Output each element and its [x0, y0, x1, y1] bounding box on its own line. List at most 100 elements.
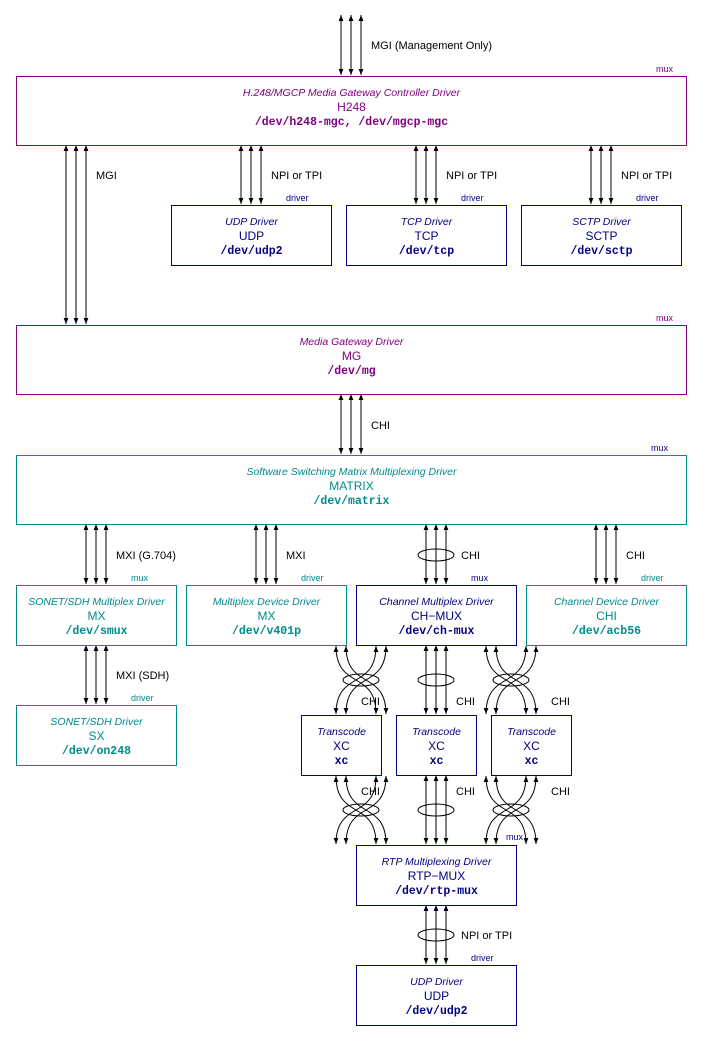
sctp-tag: driver — [636, 193, 659, 203]
chmux-title: Channel Multiplex Driver — [379, 596, 494, 608]
curved-arrow-11 — [343, 775, 389, 845]
curved-arrow-6 — [483, 645, 529, 715]
npi-tcp-label: NPI or TPI — [446, 170, 498, 182]
xc2-name: XC — [428, 739, 445, 753]
udp-top-name: UDP — [238, 229, 265, 243]
h248-driver-box: H.248/MGCP Media Gateway Controller Driv… — [16, 76, 687, 146]
tcp-tag: driver — [461, 193, 484, 203]
udp-top-tag: driver — [286, 193, 309, 203]
xc3-device: xc — [524, 755, 539, 768]
npi-rtp-label: NPI or TPI — [461, 930, 513, 942]
bundle-ellipse-3 — [492, 673, 530, 687]
bundle-ellipse-1 — [417, 673, 455, 687]
chdev-name: CHI — [596, 609, 617, 623]
bundle-ellipse-0 — [417, 548, 455, 562]
h248-device: /dev/h248-mgc, /dev/mgcp-mgc — [254, 116, 449, 129]
sctp-driver-box: SCTP Driver SCTP /dev/sctp — [521, 205, 682, 266]
chi-xc2-top-label: CHI — [456, 696, 475, 708]
udp-bottom-device: /dev/udp2 — [405, 1005, 468, 1018]
smux-driver-box: SONET/SDH Multiplex Driver MX /dev/smux — [16, 585, 177, 646]
h248-tag: mux — [656, 64, 674, 74]
xc3-name: XC — [523, 739, 540, 753]
bundle-ellipse-6 — [492, 803, 530, 817]
sx-driver-box: SONET/SDH Driver SX /dev/on248 — [16, 705, 177, 766]
sx-tag: driver — [131, 693, 154, 703]
chi-xc1-top-label: CHI — [361, 696, 380, 708]
chi-xc3-top-label: CHI — [551, 696, 570, 708]
chmux-device: /dev/ch-mux — [398, 625, 475, 638]
sx-title: SONET/SDH Driver — [50, 716, 143, 728]
mg-tag: mux — [656, 313, 674, 323]
udp-top-device: /dev/udp2 — [220, 245, 283, 258]
sx-device: /dev/on248 — [61, 745, 131, 758]
udp-bottom-title: UDP Driver — [410, 976, 463, 988]
mxdev-tag: driver — [301, 573, 324, 583]
tcp-device: /dev/tcp — [398, 245, 455, 258]
xc2-box: Transcode XC xc — [396, 715, 477, 776]
bundle-ellipse-5 — [342, 803, 380, 817]
rtpmux-title: RTP Multiplexing Driver — [381, 856, 492, 868]
mg-title: Media Gateway Driver — [299, 336, 404, 348]
xc3-box: Transcode XC xc — [491, 715, 572, 776]
h248-title: H.248/MGCP Media Gateway Controller Driv… — [242, 87, 461, 99]
udp-top-title: UDP Driver — [225, 216, 278, 228]
chmux-name: CH−MUX — [410, 609, 462, 623]
mgi-management-label: MGI (Management Only) — [371, 40, 493, 52]
chi-xc3-bottom-label: CHI — [551, 786, 570, 798]
h248-name: H248 — [337, 100, 366, 114]
udp-top-driver-box: UDP Driver UDP /dev/udp2 — [171, 205, 332, 266]
matrix-device: /dev/matrix — [313, 495, 390, 508]
xc1-title: Transcode — [317, 726, 366, 738]
xc2-device: xc — [429, 755, 444, 768]
matrix-title: Software Switching Matrix Multiplexing D… — [246, 466, 457, 478]
chi-chmux-label: CHI — [461, 550, 480, 562]
chi-xc1-bottom-label: CHI — [361, 786, 380, 798]
xc1-box: Transcode XC xc — [301, 715, 382, 776]
bundle-ellipse-7 — [417, 928, 455, 942]
chdev-device: /dev/acb56 — [571, 625, 641, 638]
mxdev-name: MX — [257, 609, 276, 623]
chdev-driver-box: Channel Device Driver CHI /dev/acb56 — [526, 585, 687, 646]
mg-driver-box: Media Gateway Driver MG /dev/mg — [16, 325, 687, 395]
sx-name: SX — [88, 729, 105, 743]
chmux-driver-box: Channel Multiplex Driver CH−MUX /dev/ch-… — [356, 585, 517, 646]
xc3-title: Transcode — [507, 726, 556, 738]
rtpmux-tag: mux — [506, 832, 524, 842]
bundle-ellipse-4 — [417, 803, 455, 817]
tcp-title: TCP Driver — [400, 216, 453, 228]
mg-device: /dev/mg — [327, 365, 376, 378]
rtpmux-name: RTP−MUX — [407, 869, 466, 883]
chdev-title: Channel Device Driver — [553, 596, 660, 608]
xc1-name: XC — [333, 739, 350, 753]
mxdev-device: /dev/v401p — [231, 625, 301, 638]
mxi-dev-label: MXI — [286, 550, 306, 562]
udp-bottom-driver-box: UDP Driver UDP /dev/udp2 — [356, 965, 517, 1026]
chi-xc2-bottom-label: CHI — [456, 786, 475, 798]
mxi-g704-label: MXI (G.704) — [116, 550, 176, 562]
npi-sctp-label: NPI or TPI — [621, 170, 673, 182]
curved-arrow-7 — [493, 645, 539, 715]
mxdev-driver-box: Multiplex Device Driver MX /dev/v401p — [186, 585, 347, 646]
smux-tag: mux — [131, 573, 149, 583]
xc1-device: xc — [334, 755, 349, 768]
curved-arrow-15 — [493, 775, 539, 845]
mgi-label: MGI — [96, 170, 117, 182]
mxi-sdh-label: MXI (SDH) — [116, 670, 170, 682]
curved-arrow-3 — [343, 645, 389, 715]
mxdev-title: Multiplex Device Driver — [212, 596, 321, 608]
bundle-ellipse-2 — [342, 673, 380, 687]
smux-title: SONET/SDH Multiplex Driver — [28, 596, 165, 608]
matrix-name: MATRIX — [329, 479, 374, 493]
chmux-tag: mux — [471, 573, 489, 583]
rtpmux-device: /dev/rtp-mux — [395, 885, 478, 898]
sctp-device: /dev/sctp — [570, 245, 633, 258]
tcp-name: TCP — [414, 229, 439, 243]
matrix-tag: mux — [651, 443, 669, 453]
udp-bottom-tag: driver — [471, 953, 494, 963]
rtpmux-driver-box: RTP Multiplexing Driver RTP−MUX /dev/rtp… — [356, 845, 517, 906]
sctp-name: SCTP — [585, 229, 618, 243]
chi-mg-label: CHI — [371, 420, 390, 432]
chdev-tag: driver — [641, 573, 664, 583]
udp-bottom-name: UDP — [423, 989, 450, 1003]
